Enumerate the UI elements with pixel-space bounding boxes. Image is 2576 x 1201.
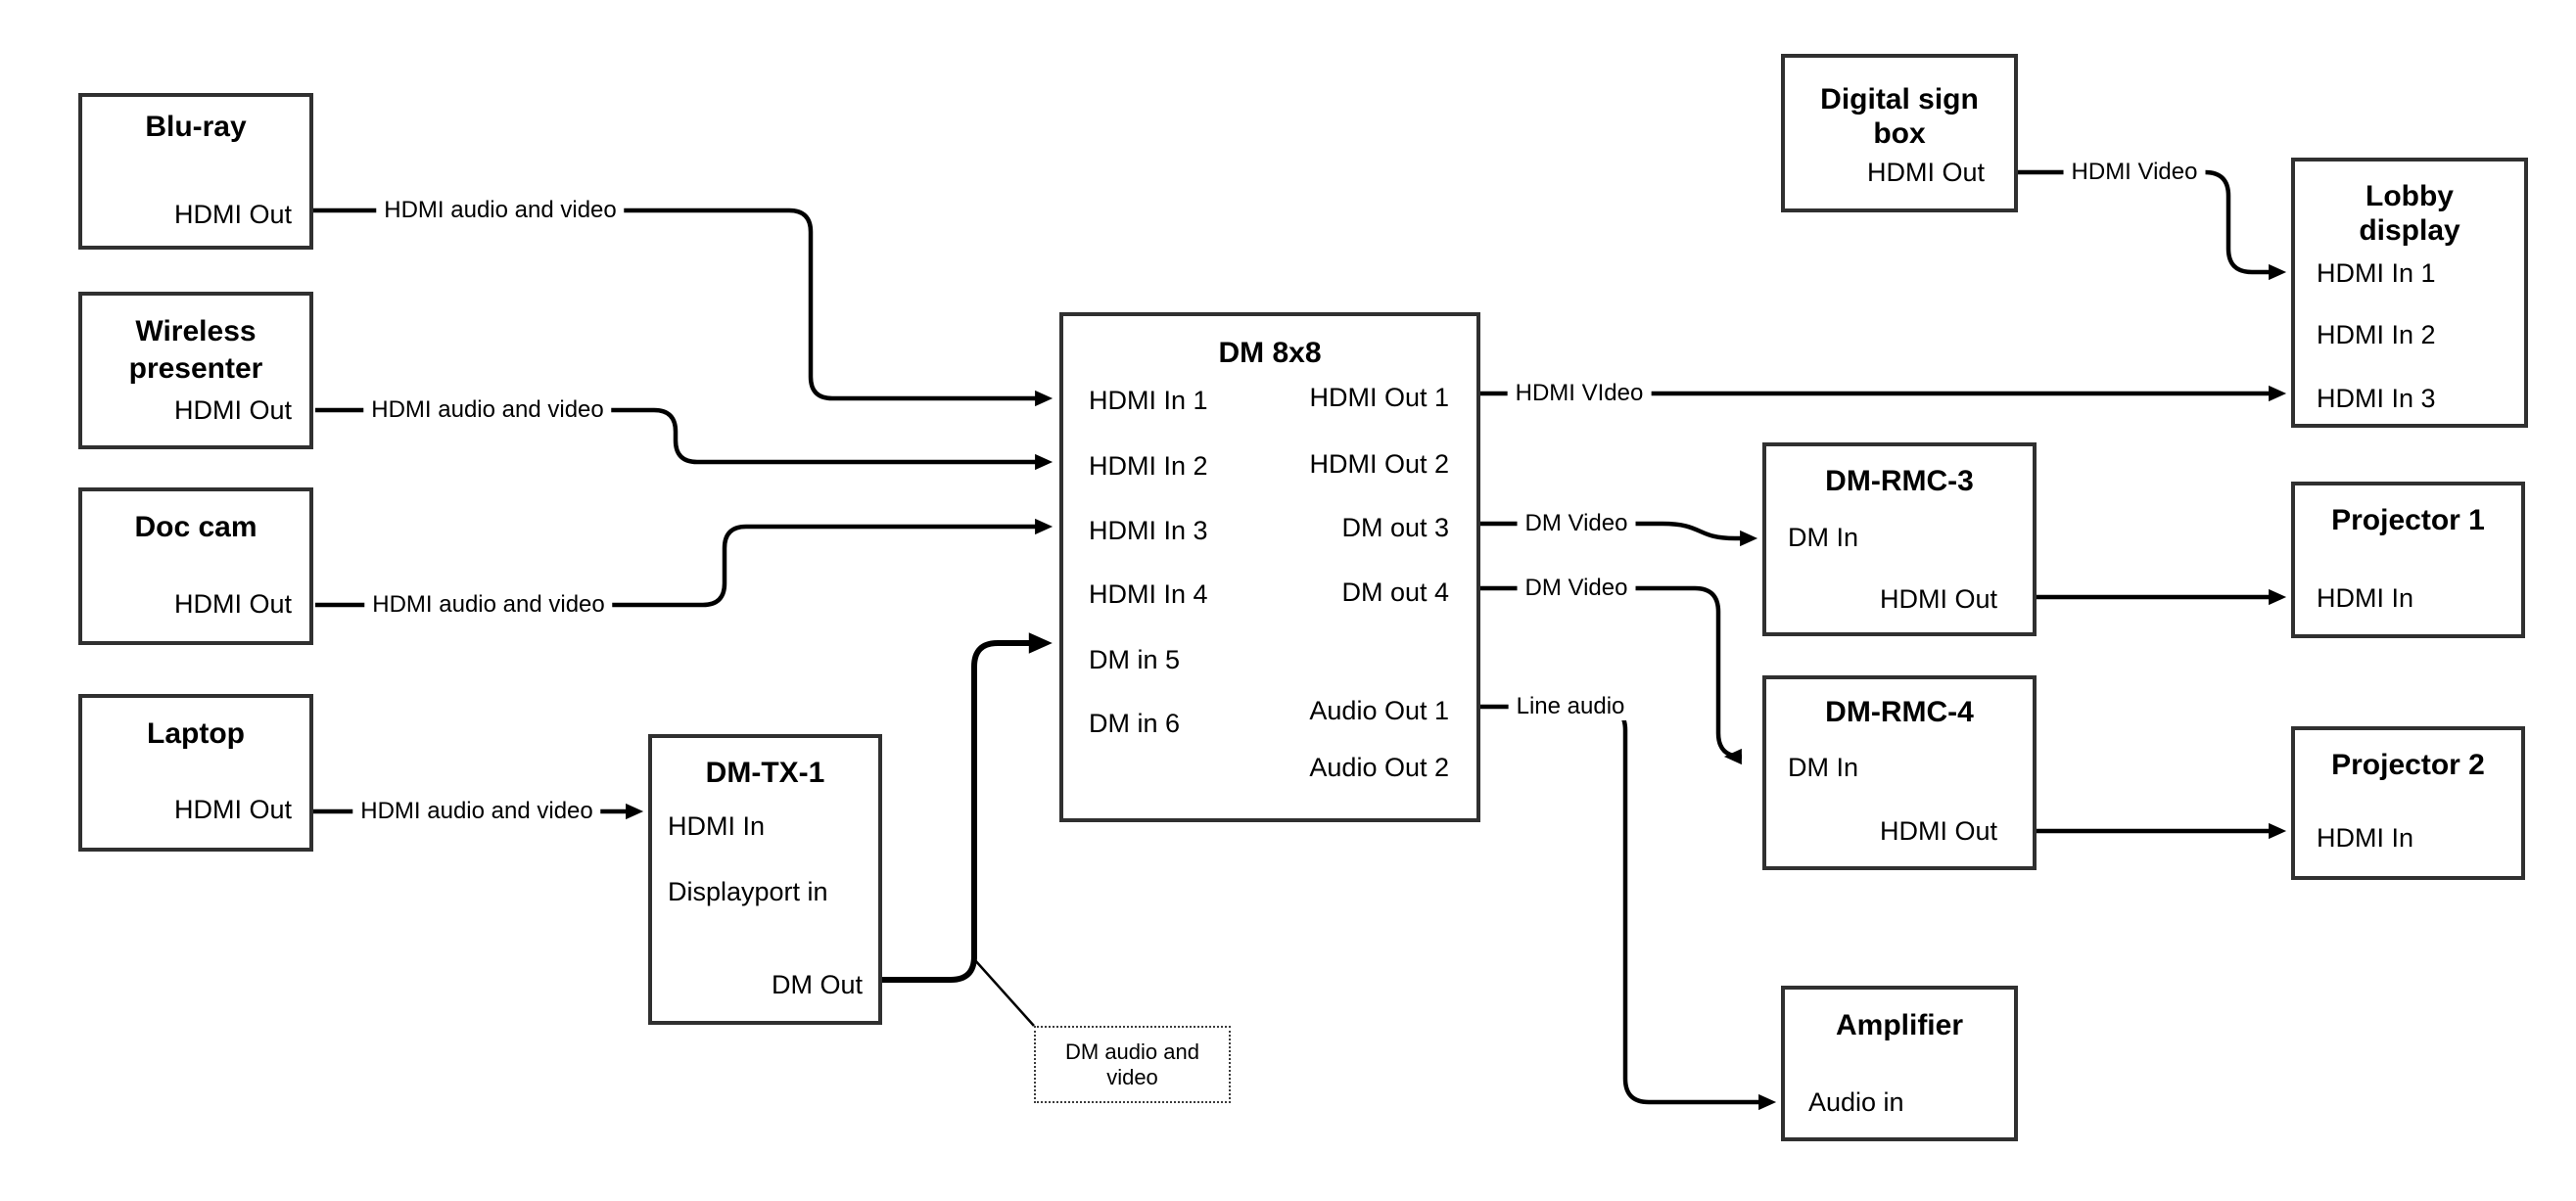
port-audio-out-1: Audio Out 1	[1309, 696, 1449, 725]
wire-dmout4-to-rmc4	[1480, 585, 1743, 765]
wire-label-wireless: HDMI audio and video	[363, 396, 612, 424]
port-hdmi-in-2: HDMI In 2	[2317, 320, 2436, 349]
title-line-1: Wireless	[135, 315, 257, 347]
node-projector-2: Projector 2 HDMI In	[2291, 726, 2525, 880]
callout-dm-audio-video: DM audio and video	[1034, 1026, 1231, 1103]
node-title: Wireless presenter	[82, 313, 309, 388]
title-line-1: Digital sign	[1820, 83, 1979, 115]
wire-dmtx1-to-dm-in5	[882, 632, 1053, 983]
port-hdmi-in-4: HDMI In 4	[1089, 579, 1208, 609]
port-hdmi-out: HDMI Out	[173, 395, 292, 425]
port-hdmi-in-1: HDMI In 1	[1089, 386, 1208, 415]
node-dm-tx-1: DM-TX-1 HDMI In Displayport in DM Out	[648, 734, 882, 1025]
title-line-2: presenter	[128, 352, 263, 385]
node-title: DM-RMC-3	[1825, 465, 1974, 497]
port-dm-in: DM In	[1788, 523, 1859, 552]
port-hdmi-in-3: HDMI In 3	[1089, 516, 1208, 545]
node-amplifier: Amplifier Audio in	[1781, 986, 2018, 1141]
port-dm-out: DM Out	[771, 970, 863, 999]
callout-text: DM audio and video	[1036, 1039, 1229, 1090]
port-hdmi-out: HDMI Out	[173, 795, 292, 824]
node-title: Laptop	[147, 717, 245, 750]
port-dm-out-3: DM out 3	[1341, 513, 1449, 542]
wire-label-hdmi-video-out1: HDMI VIdeo	[1507, 380, 1652, 407]
wire-audioout1-to-amplifier	[1480, 704, 1777, 1111]
wire-label-dm-video-3: DM Video	[1517, 510, 1636, 537]
port-hdmi-in: HDMI In	[668, 811, 766, 841]
node-blu-ray: Blu-ray HDMI Out	[78, 93, 313, 250]
port-hdmi-out: HDMI Out	[1866, 158, 1985, 187]
wire-wireless-to-hdmi-in2	[315, 407, 1054, 471]
node-title: Digital sign box	[1785, 82, 2014, 151]
wire-label-bluray: HDMI audio and video	[376, 197, 625, 224]
wire-label-doccam: HDMI audio and video	[364, 591, 613, 619]
port-dm-in-5: DM in 5	[1089, 645, 1181, 674]
node-digital-sign-box: Digital sign box HDMI Out	[1781, 54, 2018, 212]
port-hdmi-out: HDMI Out	[1879, 816, 1997, 846]
wire-label-laptop: HDMI audio and video	[352, 798, 601, 825]
port-hdmi-out-1: HDMI Out 1	[1309, 383, 1449, 412]
node-title: Lobby display	[2295, 179, 2524, 248]
node-title: DM 8x8	[1218, 337, 1322, 369]
node-dm-rmc-3: DM-RMC-3 DM In HDMI Out	[1762, 442, 2037, 636]
port-displayport-in: Displayport in	[668, 877, 828, 906]
node-wireless-presenter: Wireless presenter HDMI Out	[78, 292, 313, 449]
wire-bluray-to-hdmi-in1	[313, 208, 1054, 407]
node-title: Doc cam	[134, 511, 258, 543]
port-hdmi-in-3: HDMI In 3	[2317, 384, 2436, 413]
title-line-1: Lobby	[2365, 180, 2454, 212]
port-dm-in-6: DM in 6	[1089, 709, 1181, 738]
node-title: Projector 2	[2331, 749, 2485, 781]
wire-label-dm-video-4: DM Video	[1517, 575, 1636, 602]
node-title: DM-RMC-4	[1825, 696, 1974, 728]
port-hdmi-out: HDMI Out	[1879, 584, 1997, 614]
port-dm-in: DM In	[1788, 753, 1859, 782]
node-title: Blu-ray	[145, 111, 247, 143]
node-title: Amplifier	[1835, 1009, 1964, 1041]
port-hdmi-out: HDMI Out	[173, 589, 292, 619]
wire-label-line-audio: Line audio	[1508, 693, 1633, 720]
node-dm-rmc-4: DM-RMC-4 DM In HDMI Out	[1762, 675, 2037, 870]
title-line-2: box	[1873, 117, 1926, 150]
wire-dmout3-to-rmc3	[1480, 521, 1758, 547]
node-lobby-display: Lobby display HDMI In 1 HDMI In 2 HDMI I…	[2291, 158, 2528, 428]
port-dm-out-4: DM out 4	[1341, 577, 1449, 607]
wire-label-hdmi-video: HDMI Video	[2063, 159, 2206, 186]
port-hdmi-out-2: HDMI Out 2	[1309, 449, 1449, 479]
port-hdmi-in: HDMI In	[2317, 823, 2414, 853]
node-title: DM-TX-1	[705, 757, 825, 789]
node-projector-1: Projector 1 HDMI In	[2291, 482, 2525, 638]
wire-doccam-to-hdmi-in3	[315, 518, 1054, 608]
port-audio-in: Audio in	[1808, 1087, 1904, 1117]
node-laptop: Laptop HDMI Out	[78, 694, 313, 852]
title-line-2: display	[2359, 214, 2460, 247]
callout-line-1: DM audio and	[1065, 1039, 1199, 1064]
port-hdmi-out: HDMI Out	[173, 200, 292, 229]
port-hdmi-in: HDMI In	[2317, 583, 2414, 613]
node-doc-cam: Doc cam HDMI Out	[78, 487, 313, 645]
wire-sign-to-lobby-in1	[2018, 169, 2287, 281]
node-title: Projector 1	[2331, 504, 2485, 536]
port-hdmi-in-1: HDMI In 1	[2317, 258, 2436, 288]
callout-line-2: video	[1106, 1065, 1158, 1089]
port-audio-out-2: Audio Out 2	[1309, 753, 1449, 782]
node-dm-8x8: DM 8x8 HDMI In 1 HDMI In 2 HDMI In 3 HDM…	[1059, 312, 1480, 822]
port-hdmi-in-2: HDMI In 2	[1089, 451, 1208, 481]
callout-leader-line	[973, 958, 1035, 1027]
